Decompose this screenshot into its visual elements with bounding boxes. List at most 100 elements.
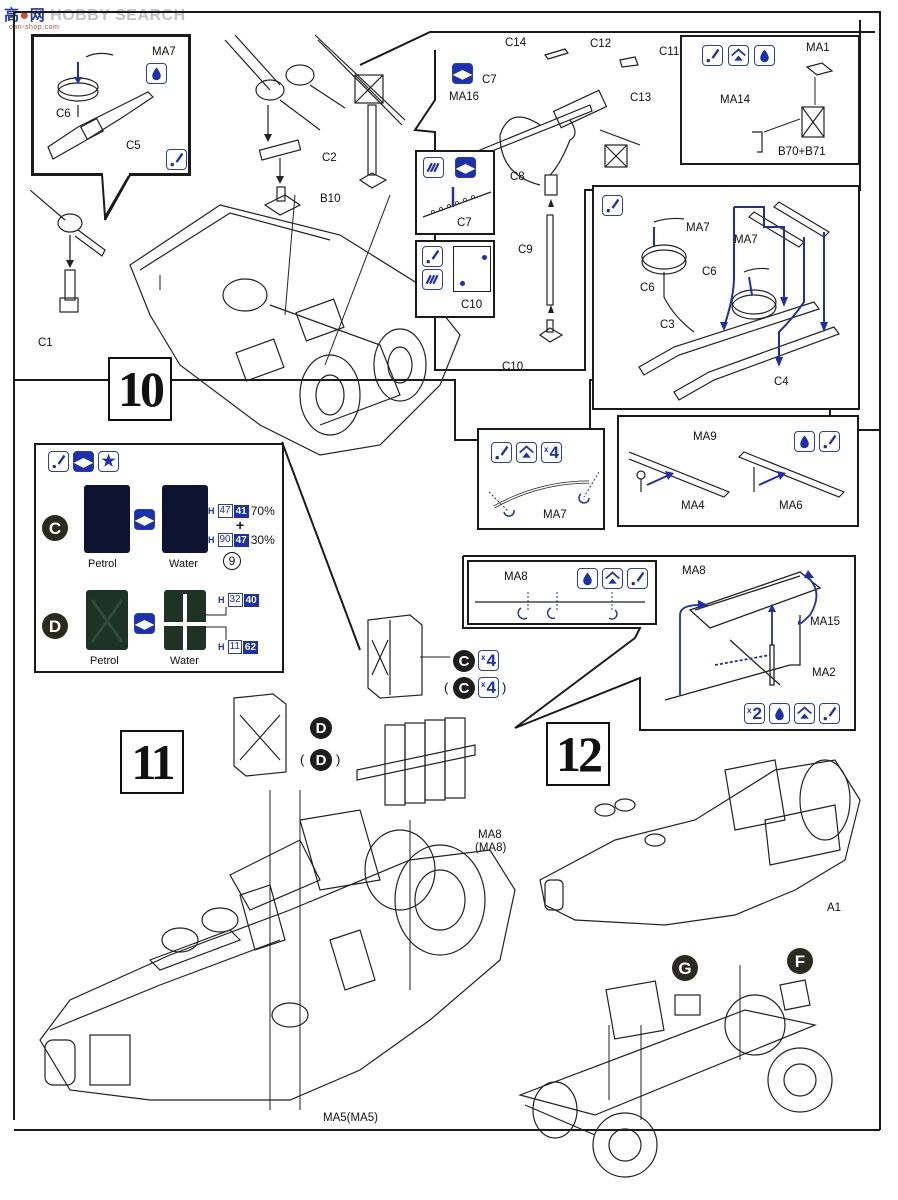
callout-c7: ◀▶ C7 (415, 150, 495, 235)
upward-assembly-icon (516, 442, 537, 463)
paint-ratio: 30% (250, 533, 275, 547)
times-sign: x (747, 706, 752, 715)
gun-stand-drawing (314, 34, 406, 189)
jerrycan-water-d (164, 590, 206, 650)
step-number-10: 10 (108, 357, 172, 421)
label-petrol-c: Petrol (88, 558, 117, 570)
jeep-body-step12-drawing (539, 759, 861, 926)
callout-c10: C10 (415, 240, 495, 318)
label-ma7-b: MA7 (734, 234, 758, 246)
paint-icon (819, 703, 840, 724)
jerrycan-c-drawing (367, 614, 423, 699)
label-ma14: MA14 (720, 94, 751, 106)
label-ma6: MA6 (779, 500, 803, 512)
decal-number: 9 (223, 552, 241, 570)
paint-code-a: 90 (217, 533, 233, 547)
hole-marker (482, 255, 487, 260)
times-sign: x (481, 653, 486, 662)
drill-icon (423, 157, 444, 178)
ma1-box-drawing (752, 62, 834, 153)
label-ma5: MA5(MA5) (323, 1112, 378, 1124)
paint-icon (819, 431, 840, 452)
ma8-bend-drawing (475, 592, 645, 620)
quantity-value: 4 (486, 678, 496, 697)
label-b10: B10 (320, 193, 341, 205)
paren-open: ( (444, 680, 449, 695)
paint-code-a: 11 (227, 640, 242, 654)
label-c6-b: C6 (702, 266, 717, 278)
label-water-d: Water (170, 655, 199, 667)
jerrycan-rack-drawing (356, 717, 476, 806)
cement-icon (754, 45, 775, 66)
label-c13: C13 (630, 92, 652, 104)
paint-icon (602, 195, 623, 216)
label-ma8: MA8 (478, 829, 502, 841)
variant-badge-c: C (42, 515, 68, 541)
leader-lines (204, 607, 227, 640)
paren-close: ) (336, 752, 341, 767)
callout-c3-c4: MA7 MA7 C6 C6 C3 C4 (592, 185, 860, 410)
paint-code-a: 32 (227, 593, 243, 607)
label-c12: C12 (590, 38, 612, 50)
star-icon: ★ (98, 451, 119, 472)
paint-mix-1: H 47 41 70% (208, 504, 275, 518)
cement-icon (577, 568, 598, 589)
label-ma1: MA1 (806, 42, 830, 54)
paren-open: ( (300, 752, 305, 767)
c2-b10-parts-drawing (224, 34, 346, 216)
variant-badge-c: C (453, 650, 475, 672)
label-ma4: MA4 (681, 500, 705, 512)
gun-parts-drawing (479, 48, 641, 343)
paint-code-b: 47 (233, 533, 249, 547)
label-ma8-rack: MA8 (682, 565, 706, 577)
drill-icon (422, 269, 443, 290)
jeep-step11-drawing (39, 790, 516, 1110)
paint-icon (702, 45, 723, 66)
times-sign: x (544, 445, 549, 454)
paint-icon (491, 442, 512, 463)
label-c7-callout: C7 (457, 217, 472, 229)
rack-callout-frame (462, 555, 856, 731)
label-c4: C4 (774, 376, 789, 388)
label-c11: C11 (659, 46, 680, 58)
callout-ma1-ma14: MA1 MA14 B70+B71 (680, 35, 860, 165)
label-ma7-bend: MA7 (543, 509, 567, 521)
paren-close: ) (502, 680, 507, 695)
quantity-value: 4 (486, 651, 496, 670)
variant-badge-d: D (42, 613, 68, 639)
variant-badge-d-alt: D (310, 749, 332, 771)
subassembly-badge-g: G (672, 955, 698, 981)
paint-h-prefix: H (208, 506, 215, 516)
paint-code-d2: H 11 62 (218, 640, 259, 654)
label-c5: C5 (126, 140, 141, 152)
subassembly-badge-f: F (787, 948, 813, 974)
paint-code-b: 40 (243, 593, 259, 607)
paint-ratio: 70% (250, 504, 275, 518)
white-stripe-horizontal (164, 622, 206, 626)
label-ma16: MA16 (449, 91, 480, 103)
flip-icon: ◀▶ (134, 509, 155, 530)
variant-badge-d: D (310, 717, 332, 739)
paint-code-b: 41 (233, 504, 249, 518)
quantity-value: 4 (549, 443, 559, 462)
watermark-url: oan-shop.com (9, 24, 60, 31)
jeep-body-step10-drawing (129, 195, 461, 456)
upward-assembly-icon (794, 703, 815, 724)
quantity-value: 2 (752, 704, 762, 723)
paint-h-prefix: H (208, 535, 215, 545)
label-ma7-a: MA7 (686, 222, 710, 234)
watermark-logo-icon: ● (19, 7, 30, 24)
c7-barrel-detail (422, 187, 492, 218)
flip-icon: ◀▶ (73, 451, 94, 472)
jerrycan-water-c (162, 485, 208, 553)
jerrycan-d-drawing (233, 693, 287, 777)
hole-marker (460, 281, 465, 286)
label-ma9: MA9 (693, 431, 717, 443)
label-petrol-d: Petrol (90, 655, 119, 667)
label-c7: C7 (482, 74, 497, 86)
c3-c4-parts-drawing (638, 201, 840, 401)
